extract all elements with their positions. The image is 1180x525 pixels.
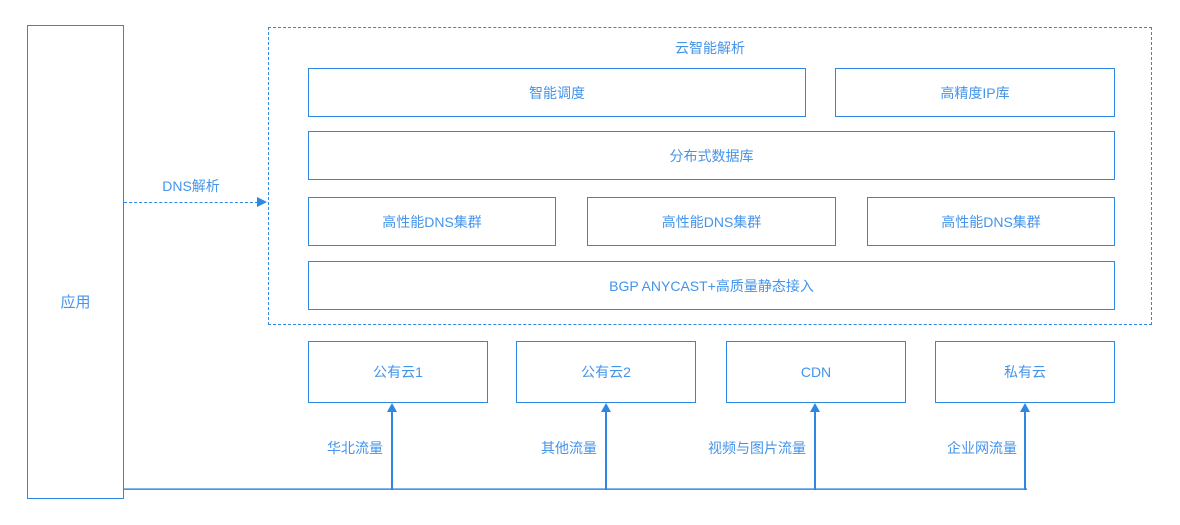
public-cloud2-label: 公有云2 — [581, 364, 631, 380]
dns-resolution-label: DNS解析 — [162, 178, 220, 194]
public-cloud1-label: 公有云1 — [373, 364, 423, 380]
enterprise-traffic-label: 企业网流量 — [947, 440, 1017, 456]
private-cloud-box: 私有云 — [935, 341, 1115, 403]
ip-library-box: 高精度IP库 — [835, 68, 1115, 117]
public-cloud2-box: 公有云2 — [516, 341, 696, 403]
smart-scheduling-box: 智能调度 — [308, 68, 806, 117]
cloud-dns-container-title: 云智能解析 — [675, 40, 745, 56]
traffic-line-cdn — [814, 411, 816, 490]
arrow-up-icon-public-cloud2 — [601, 403, 611, 412]
smart-scheduling-label: 智能调度 — [529, 84, 585, 101]
bgp-anycast-label: BGP ANYCAST+高质量静态接入 — [609, 277, 814, 294]
bgp-anycast-box: BGP ANYCAST+高质量静态接入 — [308, 261, 1115, 310]
north-china-traffic-label: 华北流量 — [327, 440, 383, 456]
arrow-up-icon-cdn — [810, 403, 820, 412]
dns-cluster-box-1: 高性能DNS集群 — [308, 197, 556, 246]
dns-cluster-box-3: 高性能DNS集群 — [867, 197, 1115, 246]
traffic-bus-line — [124, 488, 1027, 490]
traffic-line-private-cloud — [1024, 411, 1026, 490]
distributed-db-label: 分布式数据库 — [669, 147, 754, 164]
cdn-label: CDN — [800, 364, 832, 380]
private-cloud-label: 私有云 — [1004, 364, 1046, 380]
dns-resolution-arrowhead-icon — [257, 197, 267, 207]
dns-cluster-label-3: 高性能DNS集群 — [941, 213, 1041, 230]
ip-library-label: 高精度IP库 — [940, 84, 1010, 101]
dns-cluster-label-1: 高性能DNS集群 — [382, 213, 482, 230]
dns-cluster-box-2: 高性能DNS集群 — [587, 197, 836, 246]
other-traffic-label: 其他流量 — [541, 440, 597, 456]
application-label: 应用 — [60, 294, 91, 311]
arrow-up-icon-public-cloud1 — [387, 403, 397, 412]
traffic-line-public-cloud1 — [391, 411, 393, 490]
cloud-dns-container — [268, 27, 1152, 325]
distributed-db-box: 分布式数据库 — [308, 131, 1115, 180]
dns-resolution-dashed-line — [124, 202, 258, 203]
dns-cluster-label-2: 高性能DNS集群 — [661, 213, 762, 230]
arrow-up-icon-private-cloud — [1020, 403, 1030, 412]
traffic-line-public-cloud2 — [605, 411, 607, 490]
cdn-box: CDN — [726, 341, 906, 403]
public-cloud1-box: 公有云1 — [308, 341, 488, 403]
video-image-traffic-label: 视频与图片流量 — [708, 440, 806, 456]
application-box: 应用 — [27, 25, 124, 499]
